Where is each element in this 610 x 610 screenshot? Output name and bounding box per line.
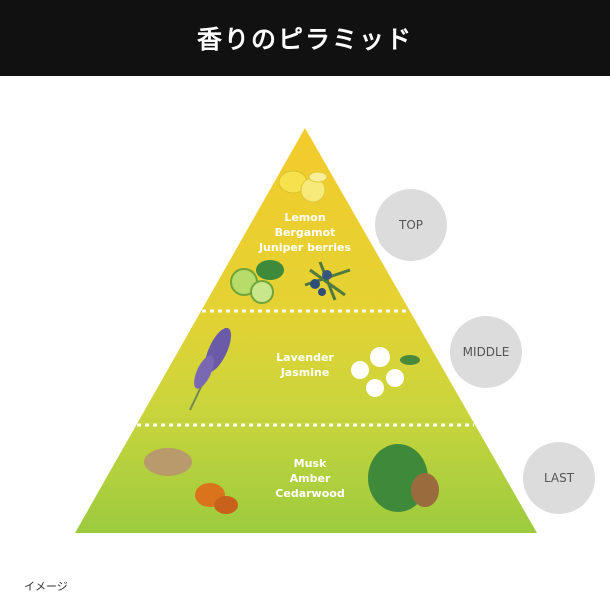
note-bergamot: Bergamot — [274, 226, 336, 239]
top-notes: Lemon Bergamot Juniper berries — [235, 210, 375, 255]
amber-image — [195, 483, 238, 514]
tier-badge-last: LAST — [523, 442, 595, 514]
middle-notes: Lavender Jasmine — [235, 350, 375, 380]
note-jasmine: Jasmine — [280, 366, 330, 379]
tier-badge-middle: MIDDLE — [450, 316, 522, 388]
page-header: 香りのピラミッド — [0, 0, 610, 76]
cedarwood-image — [368, 444, 439, 512]
jasmine-image — [351, 347, 420, 397]
tier-label: MIDDLE — [462, 345, 510, 359]
bergamot-image — [230, 260, 284, 304]
tier-label: LAST — [543, 471, 575, 485]
page-title: 香りのピラミッド — [196, 25, 413, 54]
juniper-image — [304, 261, 351, 301]
note-lavender: Lavender — [276, 351, 334, 364]
pyramid-shape — [75, 128, 537, 533]
note-cedarwood: Cedarwood — [275, 487, 345, 500]
tier-badge-top: TOP — [375, 189, 447, 261]
musk-image — [144, 448, 192, 476]
tier-label: TOP — [398, 218, 423, 232]
note-juniper-berries: Juniper berries — [258, 241, 352, 254]
note-lemon: Lemon — [284, 211, 326, 224]
lemon-image — [278, 170, 328, 203]
note-amber: Amber — [289, 472, 331, 485]
lavender-image — [189, 327, 232, 411]
note-musk: Musk — [293, 457, 327, 470]
image-caption: イメージ — [24, 580, 68, 593]
last-notes: Musk Amber Cedarwood — [240, 456, 380, 501]
